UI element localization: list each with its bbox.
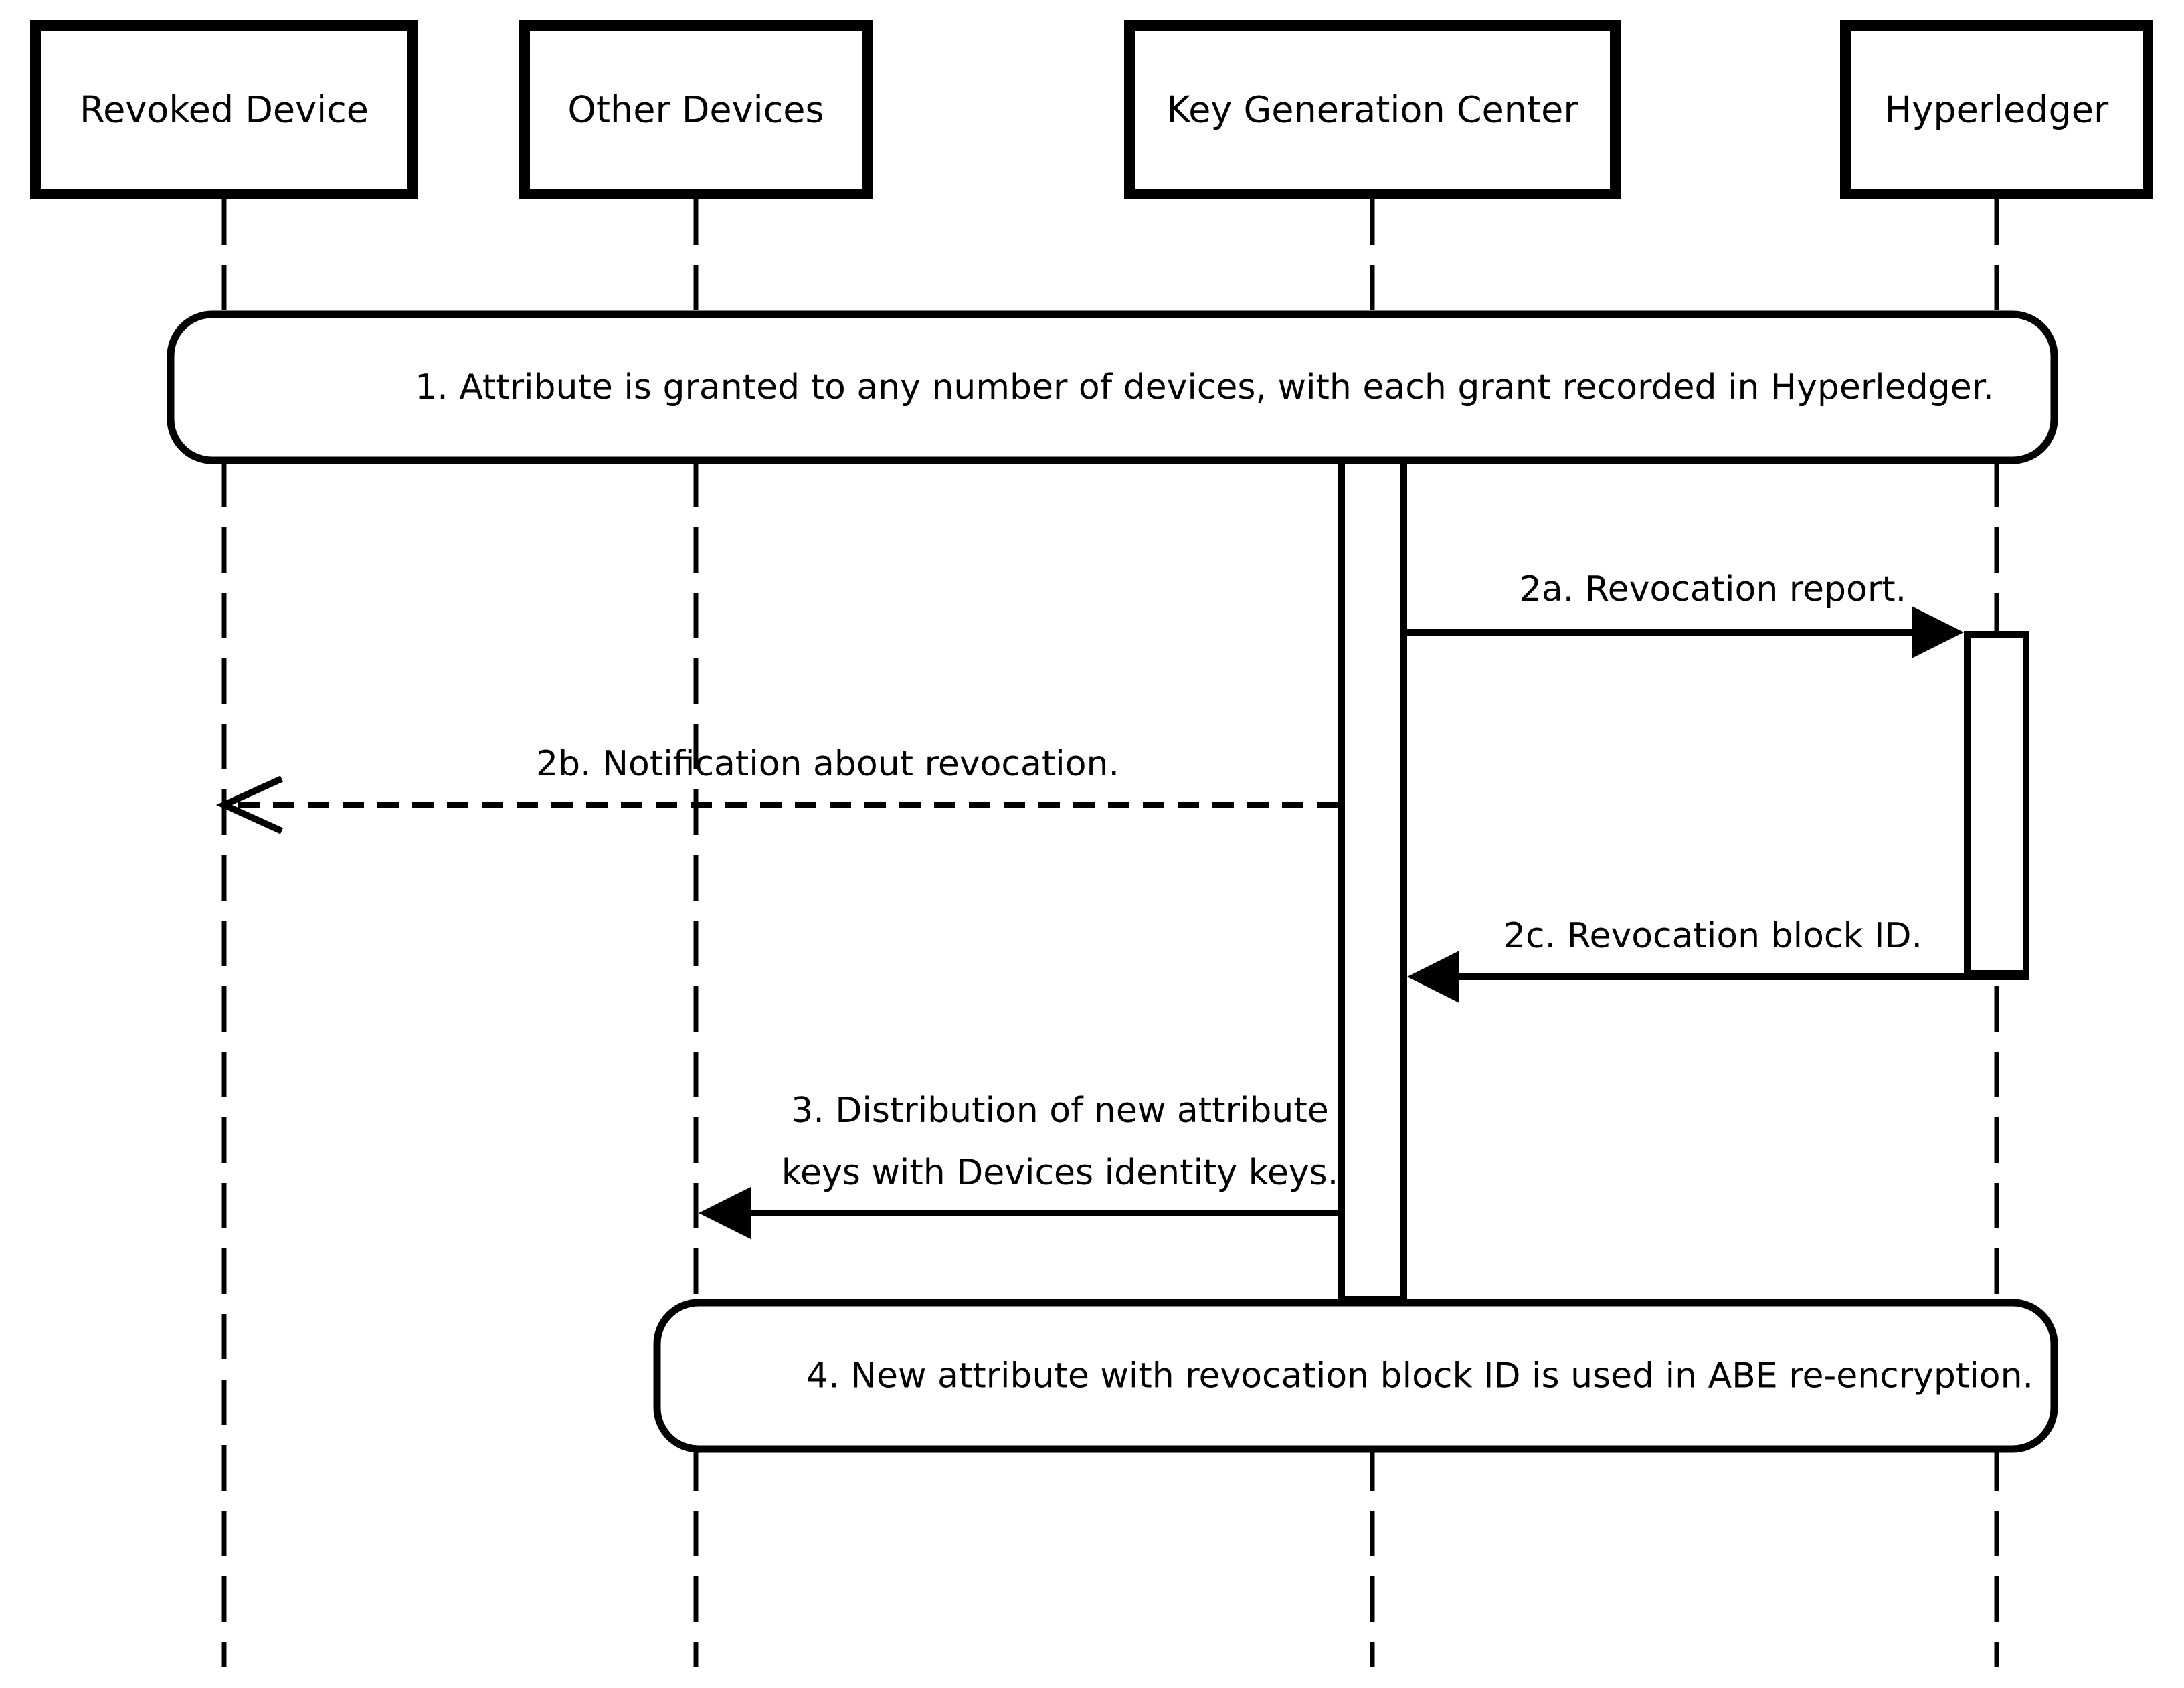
- actor-box-other-devices: [519, 20, 873, 199]
- message-2a-arrowhead: [1912, 606, 1964, 658]
- activation-hyperledger: [1964, 631, 2029, 977]
- actor-label-hyperledger: Hyperledger: [1885, 89, 2109, 131]
- note-4-text: 4. New attribute with revocation block I…: [806, 1356, 2033, 1396]
- message-2c-label: 2c. Revocation block ID.: [1504, 916, 1922, 956]
- actor-box-key-generation-center: [1124, 20, 1621, 199]
- actor-label-key-generation-center: Key Generation Center: [1166, 89, 1578, 131]
- message-3-arrowhead: [699, 1187, 751, 1239]
- activation-key-generation-center: [1338, 457, 1407, 1303]
- message-2b-arrowhead: [215, 775, 284, 834]
- actor-box-revoked-device: [30, 20, 418, 199]
- message-3-label-1: 3. Distribution of new attribute: [791, 1091, 1329, 1131]
- note-1: [167, 310, 2058, 464]
- message-2b-label: 2b. Notification about revocation.: [536, 744, 1119, 784]
- note-1-text: 1. Attribute is granted to any number of…: [415, 367, 1994, 407]
- message-2c-arrowhead: [1407, 951, 1459, 1003]
- message-2a-label: 2a. Revocation report.: [1520, 569, 1906, 609]
- actor-box-hyperledger: [1840, 20, 2153, 199]
- message-3-label-2: keys with Devices identity keys.: [782, 1153, 1339, 1193]
- actor-label-revoked-device: Revoked Device: [80, 89, 369, 131]
- actor-label-other-devices: Other Devices: [567, 89, 824, 131]
